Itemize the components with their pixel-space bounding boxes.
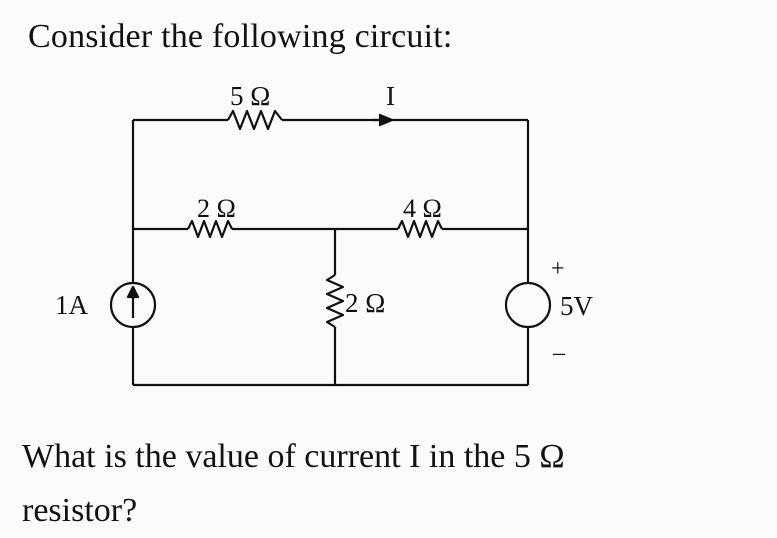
- label-r-right-mid: 4 Ω: [403, 194, 442, 223]
- current-source-arrowhead: [126, 285, 140, 299]
- label-r-center: 2 Ω: [345, 288, 385, 318]
- resistor-2-ohm-left: [187, 219, 233, 239]
- label-plus: +: [551, 256, 565, 282]
- current-source: [109, 281, 157, 329]
- question-text: What is the value of current I in the 5 …: [22, 430, 762, 538]
- label-minus: –: [552, 340, 566, 366]
- label-r-top: 5 Ω: [230, 81, 270, 111]
- resistor-5-ohm: [227, 109, 283, 131]
- label-current-i: I: [386, 81, 395, 111]
- voltage-source: [504, 281, 552, 329]
- resistor-2-ohm-center: [325, 274, 345, 328]
- heading: Consider the following circuit:: [28, 18, 453, 55]
- resistor-4-ohm: [397, 219, 443, 239]
- question-line-2: resistor?: [22, 492, 138, 529]
- current-arrowhead: [378, 113, 394, 127]
- label-voltage-source: 5V: [560, 291, 594, 321]
- question-line-1: What is the value of current I in the 5 …: [22, 438, 565, 475]
- label-r-left-mid: 2 Ω: [197, 194, 236, 223]
- label-current-source: 1A: [55, 290, 89, 320]
